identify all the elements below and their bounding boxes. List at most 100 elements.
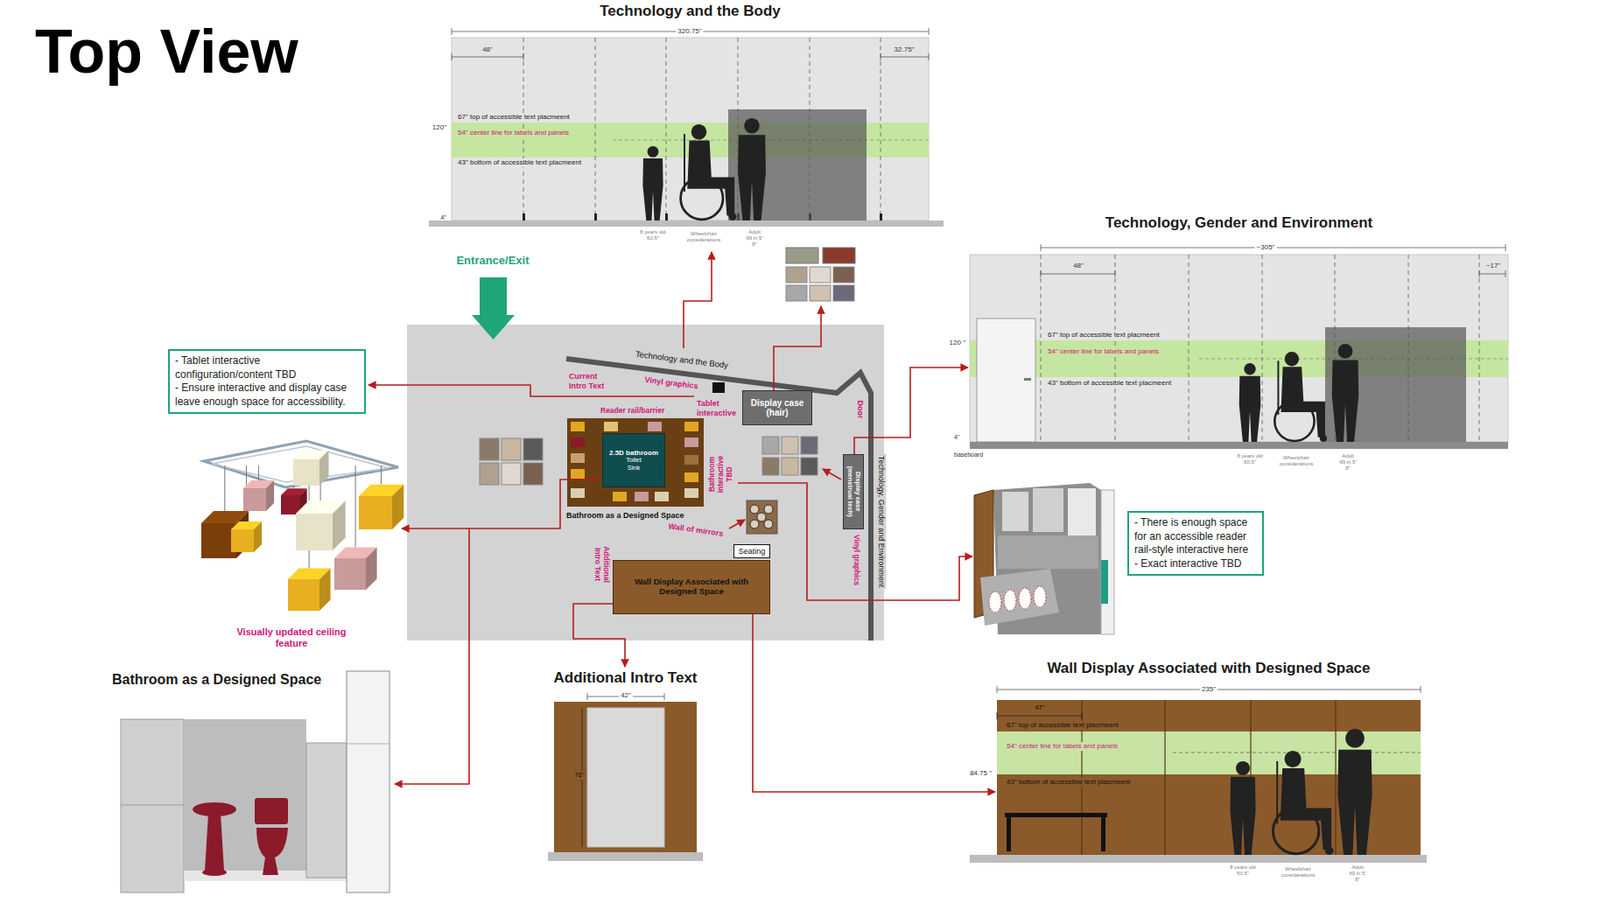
annotation-label: 42" xyxy=(618,691,633,701)
cube-front xyxy=(280,495,301,515)
annotation-label: 120 " xyxy=(949,338,966,348)
reference-image xyxy=(809,266,831,283)
floor xyxy=(547,852,703,862)
dimension-tick xyxy=(928,28,930,36)
shelf xyxy=(997,535,1099,569)
panel-division xyxy=(880,37,882,221)
sink-pedestal xyxy=(204,814,225,871)
reference-image xyxy=(523,438,543,461)
leader-arrow xyxy=(401,527,470,530)
annotation-label: 84.75 " xyxy=(969,769,992,779)
panel-post xyxy=(879,213,883,221)
head xyxy=(1338,343,1354,359)
note-box: - Tablet interactive configuration/conte… xyxy=(168,349,366,415)
ceiling-cube-plan xyxy=(570,488,585,499)
panel-post xyxy=(665,213,668,221)
dimension-tick xyxy=(664,693,666,701)
annotation-label: 8 years old 50.5" xyxy=(638,229,667,242)
panel-division xyxy=(1479,254,1481,443)
reference-image xyxy=(781,436,799,455)
ceiling-cube-plan xyxy=(684,455,699,465)
annotation-label: 54" center line for labels and panels xyxy=(1004,742,1120,751)
sink-base xyxy=(202,869,227,877)
dimension-tick xyxy=(880,53,882,61)
baseboard xyxy=(969,442,1509,450)
door-handle xyxy=(1024,378,1032,381)
connector-arrow xyxy=(394,479,603,785)
reference-image xyxy=(785,247,819,264)
back-wall xyxy=(183,719,307,876)
intro-panel xyxy=(587,708,665,848)
mirror-image xyxy=(746,500,778,534)
dimension-tick xyxy=(996,712,998,720)
cube-side xyxy=(365,547,378,590)
node-text: - Ensure interactive and display case le… xyxy=(175,381,359,409)
node-text: Display case (menstrual tech) xyxy=(845,456,861,528)
tower xyxy=(346,671,390,893)
reference-image xyxy=(501,438,521,461)
shelf-box xyxy=(1002,491,1029,532)
panel-heading: Technology and the Body xyxy=(372,2,1008,21)
toilet-tank xyxy=(254,798,288,825)
annotation-label: Additional Intro Text xyxy=(593,544,611,585)
panel-division xyxy=(666,37,667,221)
reference-image xyxy=(479,438,499,461)
node-text: - There is enough space for an accessibl… xyxy=(1134,516,1257,558)
connector-arrow xyxy=(752,614,996,793)
node-text: Seating xyxy=(738,547,766,556)
reference-image xyxy=(822,247,856,264)
annotation-label: Bathroom as a Designed Space xyxy=(566,511,685,521)
person-silhouette xyxy=(1239,363,1262,443)
annotation-label: Tablet interactive xyxy=(696,399,741,419)
elevation-panel: Bathroom as a Designed Space xyxy=(120,671,393,893)
hanging-cube xyxy=(295,500,346,551)
annotation-label: 120" xyxy=(432,123,447,133)
annotation-label: 8 years old 50.5" xyxy=(1235,453,1264,466)
head xyxy=(1345,729,1365,749)
ceiling-cube-plan xyxy=(684,472,699,483)
wall-elevation xyxy=(451,37,929,221)
dimension-tick xyxy=(996,686,998,694)
hanging-cube xyxy=(293,450,330,487)
mirror xyxy=(764,505,773,514)
panel-division xyxy=(595,37,597,221)
reference-image xyxy=(833,285,855,302)
annotation-label: Bathroom interactive TBD xyxy=(707,452,735,497)
mirror xyxy=(750,505,759,514)
caster xyxy=(729,212,737,221)
cube-front xyxy=(295,513,333,551)
annotation-label: 32.75" xyxy=(892,45,917,55)
ceiling-cube-plan xyxy=(684,488,699,499)
body xyxy=(642,158,663,221)
reference-image xyxy=(833,266,855,283)
body xyxy=(1332,359,1360,443)
floor-plan xyxy=(407,324,885,641)
cube-front xyxy=(287,579,320,611)
annotation-label: 76" xyxy=(572,771,587,780)
reference-image xyxy=(800,436,818,455)
head xyxy=(743,118,760,134)
wheelchair-silhouette xyxy=(1272,750,1334,856)
node-text: - Exact interactive TBD xyxy=(1134,557,1257,572)
node-text: Toilet xyxy=(625,456,642,465)
cabinet xyxy=(120,719,184,893)
leader-arrow xyxy=(368,385,695,397)
ceiling-cube-plan xyxy=(570,453,585,464)
hanging-rod xyxy=(355,465,357,548)
reference-image xyxy=(781,457,799,476)
hanging-rod xyxy=(224,465,225,512)
annotation-label: 43" bottom of accessible text placmeent xyxy=(1004,778,1132,787)
panel-heading: Wall Display Associated with Designed Sp… xyxy=(918,659,1500,678)
display-case: Display case (hair) xyxy=(742,390,813,426)
node-text: Display case (hair) xyxy=(744,398,810,419)
entrance-arrow xyxy=(479,277,507,316)
ceiling-cube-plan xyxy=(634,491,649,502)
panel-post xyxy=(522,213,526,221)
hanging-rod xyxy=(380,465,382,485)
annotation-label: 4" xyxy=(954,434,960,442)
hanging-cube xyxy=(231,521,262,553)
cube-side xyxy=(332,500,346,551)
display-case-volume xyxy=(1325,327,1467,443)
dimension-tick xyxy=(1040,270,1042,278)
